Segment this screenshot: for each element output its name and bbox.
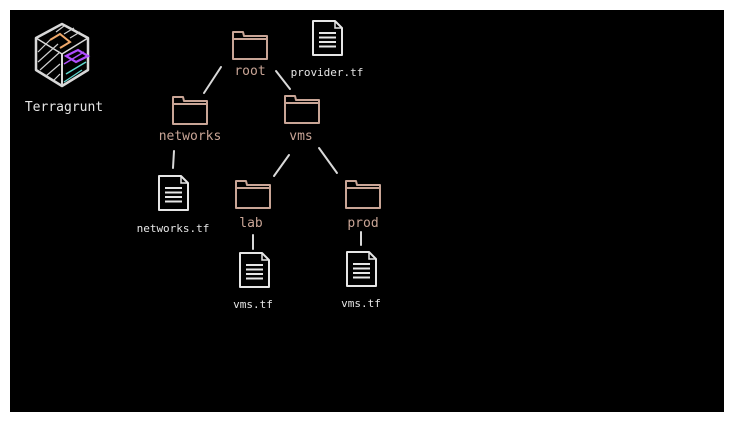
diagram-canvas: Terragrunt root provider.tf networks net… [10, 10, 724, 412]
edge-root-vms [275, 70, 291, 90]
node-label-prod-vms-tf: vms.tf [341, 297, 381, 310]
folder-icon-networks [172, 96, 208, 125]
folder-icon-prod [345, 180, 381, 209]
edge-vms-lab [273, 154, 290, 177]
edges [172, 66, 362, 250]
node-label-lab: lab [239, 216, 263, 231]
edge-networks-networks-tf [172, 150, 175, 169]
file-icon-networks-tf [158, 175, 189, 211]
file-icon-prod-vms-tf [346, 251, 377, 287]
node-label-prod: prod [347, 216, 379, 231]
folder-icon-root [232, 31, 268, 60]
node-label-vms: vms [289, 129, 313, 144]
terragrunt-cube-icon [34, 22, 91, 88]
edge-vms-prod [318, 147, 338, 174]
folder-icon-lab [235, 180, 271, 209]
node-label-provider: provider.tf [290, 66, 364, 79]
edge-root-networks [203, 66, 222, 94]
node-label-root: root [234, 64, 266, 79]
folder-icon-vms [284, 95, 320, 124]
file-icon-provider [312, 20, 343, 56]
logo-label: Terragrunt [24, 100, 104, 115]
file-icon-lab-vms-tf [239, 252, 270, 288]
node-label-networks: networks [158, 129, 222, 144]
node-label-networks-tf: networks.tf [136, 222, 210, 235]
diagram-svg [34, 20, 381, 288]
node-label-lab-vms-tf: vms.tf [233, 298, 273, 311]
